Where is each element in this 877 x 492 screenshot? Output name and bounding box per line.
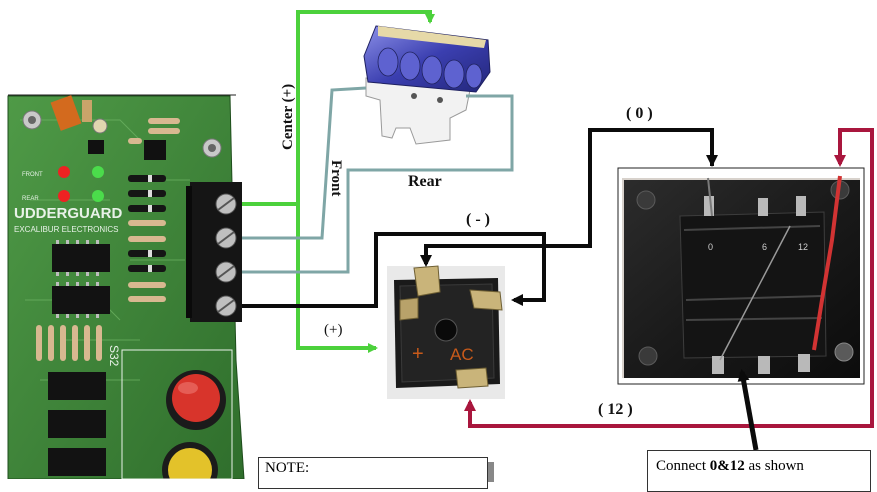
- red-wire-twelve: [468, 128, 874, 428]
- connect-prefix: Connect: [656, 458, 710, 474]
- note-box-shadow: [486, 462, 494, 482]
- label-zero: ( 0 ): [626, 105, 653, 122]
- transformer-tap-12: 12: [798, 242, 808, 252]
- rectifier-ac-mark: AC: [450, 345, 474, 364]
- teal-wire-rear: [242, 94, 514, 274]
- label-center-plus: Center (+): [280, 84, 296, 150]
- green-wire-plus: [296, 204, 378, 353]
- connect-box: Connect 0&12 as shown: [647, 450, 871, 492]
- board-model: S32: [107, 345, 121, 367]
- blue-connector: [363, 25, 491, 145]
- board-front-label: FRONT: [22, 172, 43, 178]
- connect-suffix: as shown: [744, 458, 804, 474]
- transformer: 0 6 12: [617, 167, 865, 385]
- green-wire-center: [242, 10, 435, 206]
- transformer-tap-6: 6: [762, 242, 767, 252]
- black-pointer-transformer: [737, 369, 759, 451]
- terminal-block: [186, 182, 242, 322]
- label-rear: Rear: [408, 173, 442, 190]
- board-brand: UDDERGUARD: [14, 205, 123, 222]
- bridge-rectifier: + AC: [387, 265, 505, 399]
- note-label: NOTE:: [265, 460, 310, 476]
- teal-wire-front: [242, 86, 367, 240]
- label-minus: ( - ): [466, 211, 490, 228]
- black-wire-zero: [424, 128, 714, 262]
- connect-text: Connect 0&12 as shown: [656, 458, 804, 475]
- board-subtitle: EXCALIBUR ELECTRONICS: [14, 225, 118, 234]
- board-rear-label: REAR: [22, 196, 39, 202]
- label-plus: (+): [324, 322, 342, 338]
- black-wire-minus: [242, 232, 546, 308]
- wiring-diagram: FRONT REAR UDDERGUARD EXCALIBUR ELECTRON…: [7, 10, 874, 479]
- circuit-board: FRONT REAR UDDERGUARD EXCALIBUR ELECTRON…: [7, 95, 245, 479]
- note-box: NOTE:: [258, 457, 488, 489]
- connect-bold: 0&12: [709, 458, 745, 474]
- label-twelve: ( 12 ): [598, 401, 633, 418]
- rectifier-plus-mark: +: [412, 343, 424, 365]
- transformer-tap-0: 0: [708, 242, 713, 252]
- label-front: Front: [328, 160, 344, 196]
